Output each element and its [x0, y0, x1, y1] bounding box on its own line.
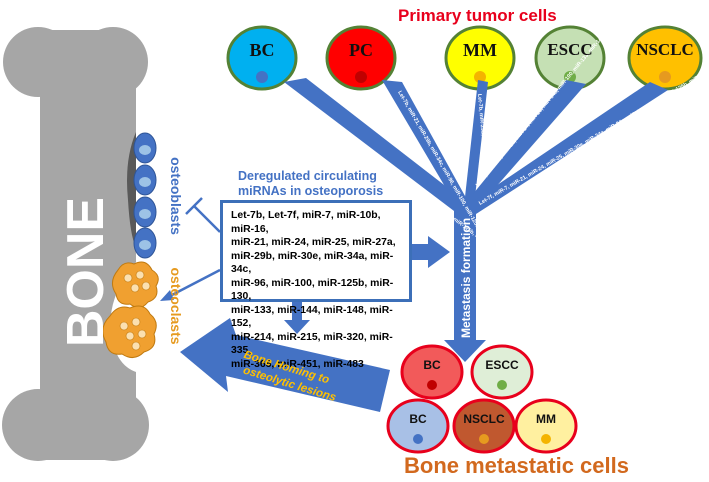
primary-cell-pc	[325, 25, 397, 91]
deregulated-title-line1: Deregulated circulating	[238, 169, 377, 183]
osteoporosis-mirna-line: Let-7b, Let-7f, miR-7, miR-10b, miR-16,	[231, 210, 381, 235]
osteoporosis-mirna-line: miR-21, miR-24, miR-25, miR-27a,	[231, 237, 396, 248]
primary-cell-label: ESCC	[547, 40, 593, 59]
metastatic-cell-nucleus	[497, 380, 507, 390]
bone-label: BONE	[57, 196, 115, 348]
osteoblast-layer	[127, 132, 136, 248]
primary-cell-nucleus	[659, 71, 671, 83]
osteoclast-nuclei	[119, 270, 151, 351]
metastasis-tree	[284, 78, 668, 362]
box-to-tree-arrow	[412, 236, 450, 268]
primary-cell-nucleus	[474, 71, 486, 83]
metastatic-cell-label: BC	[423, 358, 441, 372]
bone-metastatic-title: Bone metastatic cells	[404, 453, 629, 478]
primary-tumor-cells	[226, 25, 703, 91]
primary-cell-label: NSCLC	[636, 40, 694, 59]
metastatic-cell-label: BC	[409, 412, 427, 426]
osteoporosis-mirna-line: miR-133, miR-144, miR-148, miR-152,	[231, 304, 393, 330]
metastatic-cell-escc	[470, 344, 534, 400]
primary-cell-nucleus	[355, 71, 367, 83]
metastatic-cell-nsclc	[452, 398, 516, 454]
primary-cell-bc	[226, 25, 298, 91]
deregulated-title-line2: miRNAs in osteoporosis	[238, 184, 384, 198]
osteoclast-arrow	[160, 268, 221, 301]
osteoporosis-mirna-line: miR-96, miR-100, miR-125b, miR-130,	[231, 277, 394, 303]
metastatic-cell-label: MM	[536, 412, 556, 426]
primary-cell-nucleus	[564, 71, 576, 83]
osteoclasts-label: osteoclasts	[168, 267, 184, 345]
branch-mm-text: Let-7b, miR-29b, miR-214	[476, 94, 488, 159]
osteoporosis-mirna-line: miR-365, miR-451, miR-483	[231, 358, 364, 370]
metastatic-cell-nucleus	[479, 434, 489, 444]
metastasis-label: Metastasis formation	[459, 218, 473, 338]
bone-homing-arrow	[180, 318, 390, 412]
box-down-arrow	[284, 302, 310, 334]
osteoblast-inhibition	[185, 197, 221, 233]
metastatic-cell-label: NSCLC	[463, 412, 505, 426]
primary-cell-label: BC	[249, 40, 275, 60]
metastatic-cell-nucleus	[413, 434, 423, 444]
osteoporosis-mirna-line: miR-214, miR-215, miR-320, miR-335,	[231, 331, 393, 357]
metastatic-cell-bc	[386, 398, 450, 454]
osteoblast-nuclei	[139, 145, 151, 250]
bone-shape	[2, 27, 149, 461]
osteoporosis-mirna-box: Let-7b, Let-7f, miR-7, miR-10b, miR-16, m…	[220, 200, 412, 370]
metastatic-cell-nucleus	[427, 380, 437, 390]
primary-cell-label: MM	[463, 40, 497, 60]
bone-metastatic-cells	[386, 344, 578, 454]
metastatic-cell-label: ESCC	[485, 358, 519, 372]
metastatic-cell-mm	[514, 398, 578, 454]
osteoblasts-label: osteoblasts	[168, 157, 184, 235]
metastatic-cell-nucleus	[541, 434, 551, 444]
metastatic-cell-bc	[400, 344, 464, 400]
primary-cell-label: PC	[349, 40, 373, 60]
primary-tumor-title: Primary tumor cells	[398, 6, 557, 25]
osteoporosis-mirna-line: miR-29b, miR-30e, miR-34a, miR-34c,	[231, 250, 394, 276]
primary-cell-nucleus	[256, 71, 268, 83]
